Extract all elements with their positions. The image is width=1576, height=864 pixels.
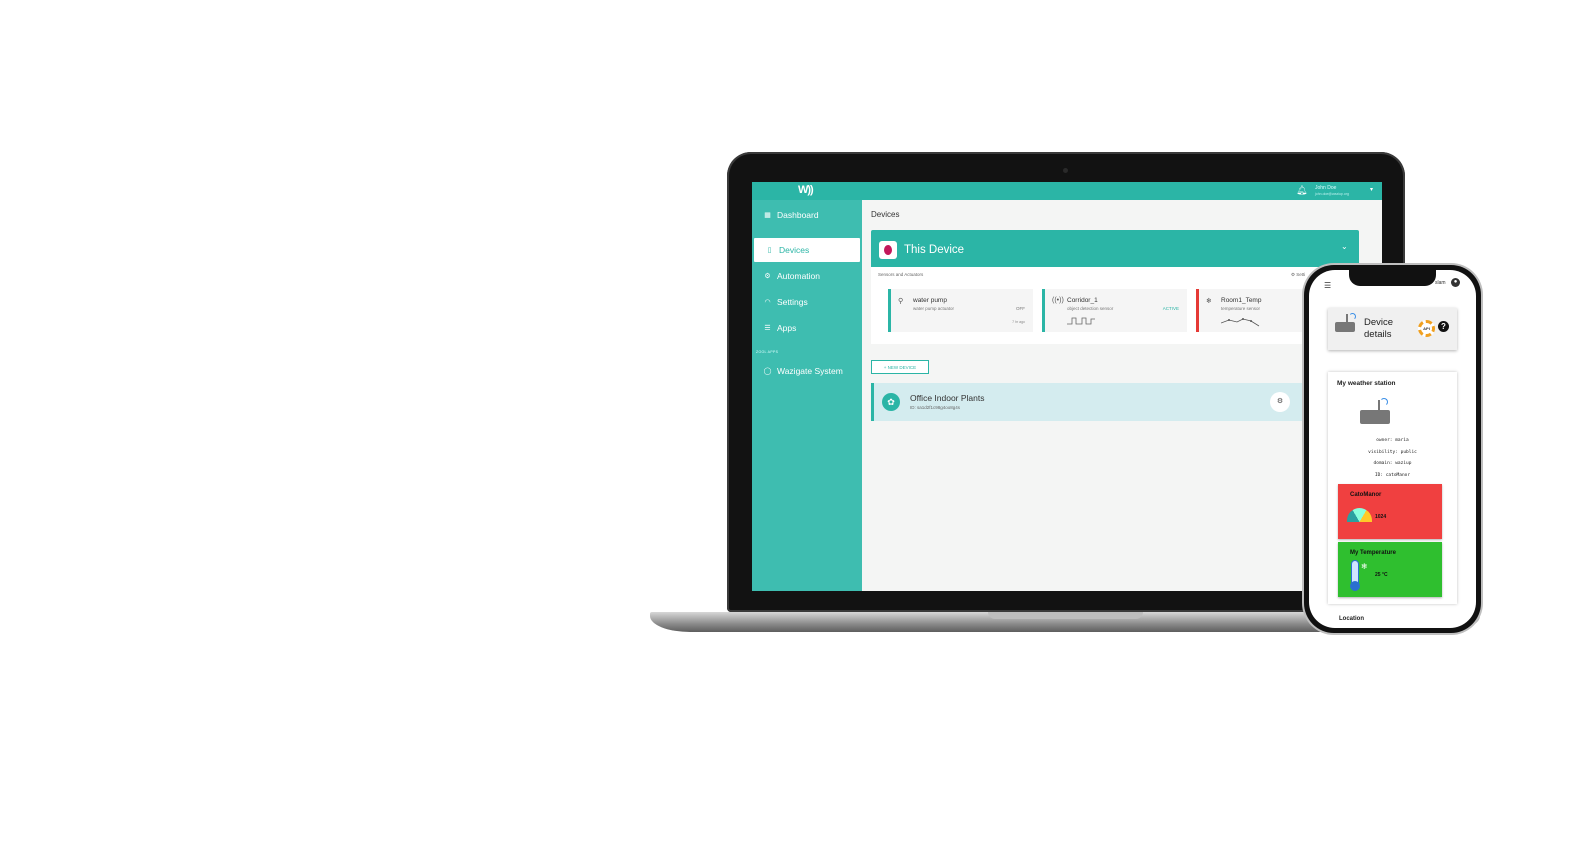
account-icon[interactable]: ● [1451,278,1460,287]
signal-icon: ((•)) [1052,297,1064,304]
meta-domain: domain: waziup [1373,461,1412,466]
phone-notch [1349,270,1436,286]
sidebar-item-settings[interactable]: ◠ Settings [752,291,862,313]
device-details-header: Device details API ? [1328,308,1457,350]
user-label: slam [1435,280,1446,286]
new-device-button[interactable]: + NEW DEVICE [871,360,929,374]
card-time: 7 hr ago [1012,320,1025,324]
user-menu[interactable]: John Doe john.doe@waziup.org [1315,185,1349,197]
device-row-office-indoor-plants[interactable]: ✿ Office Indoor Plants ID: sa1d2f1c98g4o… [871,383,1359,421]
sidebar-item-devices[interactable]: ▯ Devices [754,238,860,262]
card-name: Corridor_1 [1067,297,1098,304]
sensor-card-corridor[interactable]: ((•)) Corridor_1 object detection sensor… [1042,289,1187,332]
sidebar-item-automation[interactable]: ⚙ Automation [752,265,862,287]
sensors-panel: Sensors and Actuators ⚙ Setti ⚲ water pu… [871,267,1359,344]
router-icon [1335,313,1356,332]
tile-value: 25 °C [1375,572,1388,578]
settings-label: Setti [1296,272,1306,277]
phone-screen: ☰ slam ● Device details API ? My weather… [1309,270,1476,628]
automation-icon: ⚙ [764,273,771,280]
main-content: Devices This Device ⌄ Sensors and Actuat… [862,200,1382,591]
snowflake-icon: ❄ [1361,562,1368,571]
sidebar-item-label: Apps [777,323,797,333]
help-icon[interactable]: ? [1438,321,1449,332]
user-name: John Doe [1315,185,1337,191]
meta-id: ID: catoManor [1374,473,1411,478]
device-id: ID: sa1d2f1c98g4oo8g4s [910,405,961,410]
meta-owner: owner: maria [1376,438,1409,443]
settings-link[interactable]: ⚙ Setti [1291,272,1306,277]
card-status: OFF [1016,306,1025,311]
weather-station-card: My weather station owner: maria visibili… [1328,372,1457,604]
sidebar-item-apps[interactable]: ☰ Apps [752,317,862,339]
page-title: Devices [871,210,900,219]
location-label: Location [1339,616,1364,622]
tile-value: 1024 [1375,514,1387,520]
chevron-down-icon[interactable]: ▾ [1370,187,1374,193]
laptop-camera [1063,168,1068,173]
sidebar-item-label: Automation [777,271,820,281]
temperature-sparkline [1221,318,1260,327]
apps-section-label: ZOOL APPS [756,350,779,354]
raspberry-pi-icon [879,241,897,259]
menu-icon[interactable]: ☰ [1324,281,1332,290]
sidebar-item-dashboard[interactable]: ▦ Dashboard [752,204,862,226]
panel-label: Sensors and Actuators [878,272,924,277]
wifi-icon: ◠ [764,299,771,306]
device-name: Office Indoor Plants [910,393,985,403]
thermometer-icon [1350,560,1360,591]
sidebar-item-label: Wazigate System [777,366,843,376]
card-subtitle: temperature sensor [1221,306,1261,311]
sensor-tile-catomanor[interactable]: CatoManor 1024 [1338,484,1442,539]
card-name: Room1_Temp [1221,297,1262,304]
wazigate-logo[interactable]: W)) [798,184,814,196]
top-bar: W)) 🔔︎ John Doe john.doe@waziup.org ▾ [752,182,1382,200]
meta-visibility: visibility: public [1368,450,1417,455]
bell-icon[interactable]: 🔔︎ [1296,185,1308,195]
api-icon[interactable]: API [1418,320,1435,337]
tile-name: CatoManor [1350,492,1382,498]
laptop-notch [988,612,1143,619]
sidebar-item-label: Dashboard [777,210,819,220]
card-subtitle: object detection sensor [1067,306,1114,311]
chevron-down-icon[interactable]: ⌄ [1341,242,1348,251]
sidebar-item-wazigate-system[interactable]: ◯ Wazigate System [752,360,862,382]
router-icon [1360,398,1390,424]
card-name: water pump [913,297,947,304]
this-device-title: This Device [904,244,965,256]
plant-icon: ✿ [882,393,900,411]
sensor-card-water-pump[interactable]: ⚲ water pump water pump actuator OFF 7 h… [888,289,1033,332]
dashboard-icon: ▦ [764,212,771,219]
sidebar: ▦ Dashboard ▯ Devices ⚙ Automation ◠ Set… [752,200,862,591]
card-status: ACTIVE [1162,306,1179,311]
sidebar-item-label: Settings [777,297,808,307]
tile-name: My Temperature [1350,550,1396,556]
sprinkler-icon: ⚲ [898,298,904,305]
automation-icon[interactable]: ⚙ [1270,392,1290,412]
snowflake-icon: ❄ [1206,298,1212,305]
device-details-title: Device details [1364,317,1394,340]
laptop-screen: W)) 🔔︎ John Doe john.doe@waziup.org ▾ ▦ … [752,182,1382,591]
chat-icon: ◯ [763,368,772,375]
gauge-icon [1347,508,1372,522]
sidebar-item-label: Devices [779,245,810,255]
device-icon: ▯ [767,247,772,254]
apps-icon: ☰ [764,325,771,332]
sensor-tile-my-temperature[interactable]: My Temperature ❄ 25 °C [1338,542,1442,597]
laptop-base [650,612,1480,632]
pulse-sparkline [1067,317,1095,325]
station-title: My weather station [1337,380,1396,387]
this-device-header[interactable]: This Device ⌄ [871,230,1359,267]
card-subtitle: water pump actuator [913,306,955,311]
user-email: john.doe@waziup.org [1315,192,1349,196]
